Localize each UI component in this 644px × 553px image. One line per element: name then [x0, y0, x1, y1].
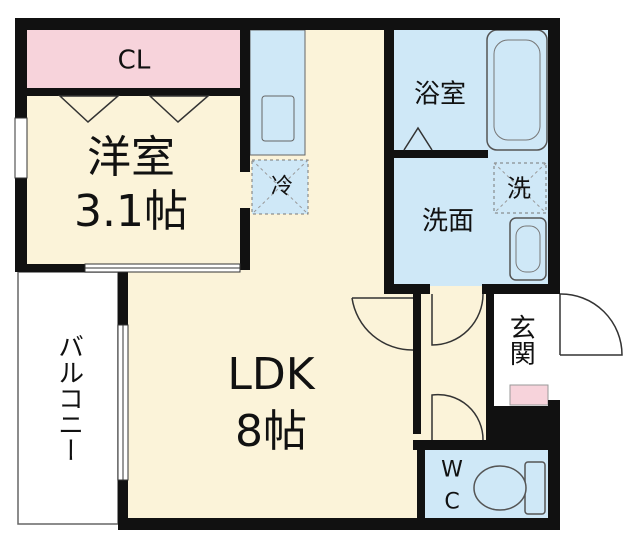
toilet-bowl: [473, 465, 527, 511]
balcony-label: バルコニー: [53, 333, 84, 463]
toilet-tank: [524, 461, 546, 515]
western-room-name: 洋室: [87, 131, 175, 183]
western-room-size: 3.1帖: [74, 185, 188, 237]
wash-basin-bowl: [515, 225, 541, 273]
closet-door-left: [58, 95, 121, 124]
window-west: [14, 117, 28, 179]
balcony-area: [17, 271, 119, 525]
sink-basin: [261, 95, 295, 142]
fridge-label: 冷: [270, 174, 294, 200]
entrance-step: [509, 384, 549, 406]
bathroom-label: 浴室: [413, 79, 467, 110]
door-swing-washroom: [431, 293, 484, 346]
ldk-size: 8帖: [235, 405, 307, 457]
western-room-floor: [25, 92, 243, 268]
washroom-label: 洗面: [421, 206, 475, 237]
toilet-label-c: C: [444, 489, 460, 515]
door-swing-entrance: [559, 293, 623, 356]
bathtub-inner: [493, 39, 541, 141]
closet-floor: [25, 28, 243, 92]
entrance-label: 玄関: [505, 314, 536, 366]
washer-cross-b: [493, 162, 547, 214]
toilet-label-w: W: [441, 457, 463, 483]
door-swing-bathroom: [403, 126, 433, 151]
bathtub: [486, 29, 548, 151]
door-swing-toilet: [431, 393, 484, 441]
fridge-cross-b: [251, 159, 309, 215]
closet-label: CL: [117, 45, 151, 76]
wash-basin: [509, 217, 547, 281]
ldk-name: LDK: [227, 348, 315, 400]
closet-door-right: [148, 95, 211, 124]
washer-label: 洗: [507, 174, 531, 203]
walls: [15, 18, 560, 530]
door-swing-ldk: [351, 297, 414, 351]
